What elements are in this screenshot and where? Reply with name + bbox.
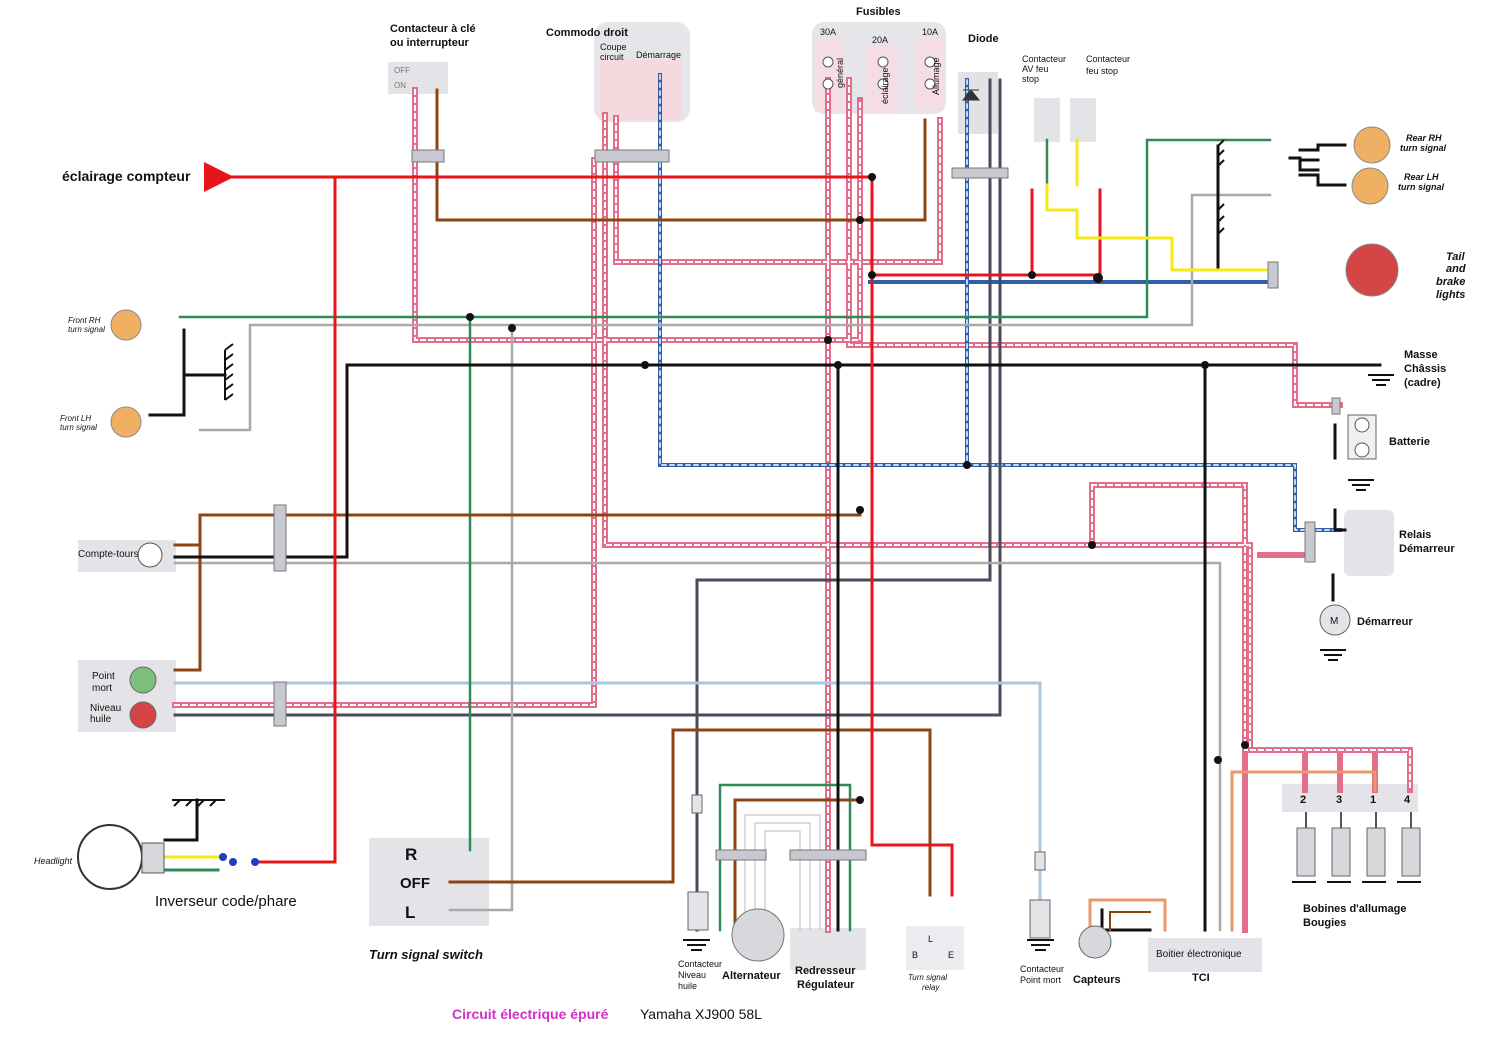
rear-lh-bulb — [1351, 167, 1389, 205]
label-coupe: Coupe — [600, 42, 627, 52]
label-compte-tours: Compte-tours — [78, 549, 139, 560]
regulator-box — [790, 928, 866, 970]
label-alternateur: Alternateur — [722, 970, 781, 982]
label-contacteur-niveau-1: Contacteur — [678, 959, 722, 969]
label-ou-interrupteur: ou interrupteur — [390, 37, 470, 49]
label-front-lh-2: turn signal — [60, 423, 97, 432]
label-demarreur: Démarreur — [1357, 616, 1413, 628]
label-front-lh-1: Front LH — [60, 414, 91, 423]
label-front-rh-1: Front RH — [68, 316, 101, 325]
ground-symbols — [172, 139, 1421, 951]
label-commodo-droit: Commodo droit — [546, 27, 628, 39]
label-fusibles: Fusibles — [856, 6, 901, 18]
label-rear-lh-2: turn signal — [1398, 182, 1445, 192]
title-part2: Yamaha XJ900 58L — [640, 1006, 762, 1022]
label-relais-2: Démarreur — [1399, 543, 1455, 555]
front-rh-bulb — [110, 309, 142, 341]
pickup-sensor — [1078, 925, 1112, 959]
label-relay-e: E — [948, 950, 954, 960]
label-headlight: Headlight — [34, 856, 73, 866]
label-relay-l: L — [928, 934, 933, 944]
label-diode: Diode — [968, 33, 999, 45]
label-tail-4: lights — [1436, 289, 1465, 301]
label-off: OFF — [394, 66, 410, 75]
starter-relay — [1344, 510, 1394, 576]
label-masse-2: Châssis — [1404, 363, 1446, 375]
label-boitier: Boitier électronique — [1156, 949, 1242, 960]
label-allumage: Allumage — [931, 57, 941, 95]
neutral-light — [129, 666, 157, 694]
label-relais-1: Relais — [1399, 529, 1431, 541]
label-bobines-1: Bobines d'allumage — [1303, 903, 1406, 915]
label-20a: 20A — [872, 35, 888, 45]
label-off-switch: OFF — [400, 875, 430, 892]
label-eclairage-compteur: éclairage compteur — [62, 168, 191, 184]
indicator-lights — [78, 660, 176, 732]
label-redresseur-1: Redresseur — [795, 965, 856, 977]
label-redresseur-2: Régulateur — [797, 979, 855, 991]
label-contacteur-av-2: AV feu — [1022, 64, 1048, 74]
label-masse-3: (cadre) — [1404, 377, 1441, 389]
label-eclairage-fuse: éclairage — [880, 67, 890, 104]
label-circuit: circuit — [600, 52, 624, 62]
label-tail-1: Tail — [1446, 251, 1465, 263]
label-on: ON — [394, 81, 406, 90]
label-contacteur-niveau-2: Niveau — [678, 970, 706, 980]
label-niveau-1: Niveau — [90, 703, 121, 714]
label-coil-3: 3 — [1336, 794, 1342, 806]
label-capteurs: Capteurs — [1073, 974, 1121, 986]
label-batterie: Batterie — [1389, 436, 1430, 448]
label-rear-rh-1: Rear RH — [1406, 133, 1442, 143]
label-30a: 30A — [820, 27, 836, 37]
title-part1: Circuit électrique épuré — [452, 1006, 609, 1022]
label-relay-b: B — [912, 950, 918, 960]
rear-rh-bulb — [1353, 126, 1391, 164]
label-coil-4: 4 — [1404, 794, 1411, 806]
label-contacteur-cle: Contacteur à clé — [390, 23, 476, 35]
diode-box — [958, 72, 998, 134]
label-contacteur-av-3: stop — [1022, 74, 1039, 84]
label-point-mort-2: mort — [92, 683, 112, 694]
alternator-circle — [731, 908, 785, 962]
label-turn-switch: Turn signal switch — [369, 947, 483, 962]
label-demarrage: Démarrage — [636, 50, 681, 60]
label-r: R — [405, 845, 417, 864]
label-tail-2: and — [1446, 263, 1466, 275]
turn-relay-box — [906, 926, 964, 970]
label-rear-lh-1: Rear LH — [1404, 172, 1439, 182]
label-masse-1: Masse — [1404, 349, 1438, 361]
label-contacteur-feu-2: feu stop — [1086, 66, 1118, 76]
label-10a: 10A — [922, 27, 938, 37]
label-general: général — [835, 58, 845, 88]
label-niveau-2: huile — [90, 714, 112, 725]
label-point-mort-1: Point — [92, 671, 115, 682]
label-tail-3: brake — [1436, 276, 1465, 288]
tail-bulb — [1345, 243, 1399, 297]
label-contacteur-feu-1: Contacteur — [1086, 54, 1130, 64]
label-front-rh-2: turn signal — [68, 325, 105, 334]
label-turn-relay-1: Turn signal — [908, 973, 947, 982]
label-coil-1: 1 — [1370, 794, 1376, 806]
label-bobines-2: Bougies — [1303, 917, 1346, 929]
tachometer-dial — [137, 542, 163, 568]
tci-box — [1148, 938, 1262, 972]
front-lh-bulb — [110, 406, 142, 438]
label-contacteur-av-1: Contacteur — [1022, 54, 1066, 64]
label-coil-2: 2 — [1300, 794, 1306, 806]
label-m: M — [1330, 616, 1338, 627]
starter-motor — [1319, 604, 1351, 636]
label-contacteur-pm-2: Point mort — [1020, 975, 1062, 985]
label-tci: TCI — [1192, 972, 1210, 984]
headlight-bulb — [77, 824, 143, 890]
label-inverseur: Inverseur code/phare — [155, 893, 297, 910]
label-rear-rh-2: turn signal — [1400, 143, 1447, 153]
label-contacteur-pm-1: Contacteur — [1020, 964, 1064, 974]
label-l: L — [405, 903, 415, 922]
label-contacteur-niveau-3: huile — [678, 981, 697, 991]
oil-light — [129, 701, 157, 729]
label-turn-relay-2: relay — [922, 983, 940, 992]
